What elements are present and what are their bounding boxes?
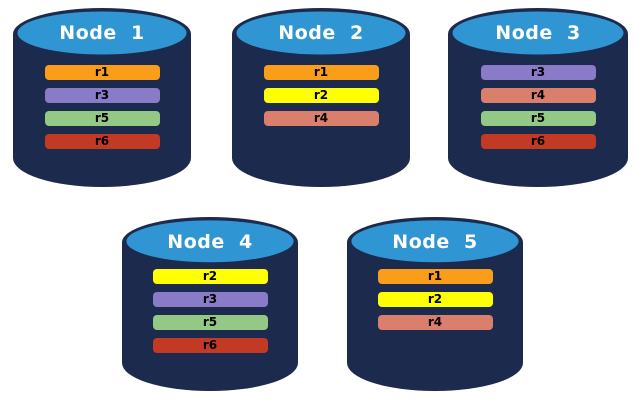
replica-bar: r3 [480,65,596,80]
node-title: Node 1 [59,22,145,44]
replica-bar: r6 [152,338,268,353]
replica-list: r1 r3 r5 r6 [13,65,191,157]
replica-bar-label: r2 [427,292,443,306]
replica-bar-label: r1 [427,269,443,283]
replica-bar-label: r4 [313,111,329,125]
replica-list: r1 r2 r4 [347,269,523,338]
replica-bar: r4 [480,88,596,103]
replica-list: r2 r3 r5 r6 [122,269,298,361]
replica-bar: r5 [44,111,160,126]
replica-bar: r5 [480,111,596,126]
replica-bar: r6 [44,134,160,149]
replica-bar-label: r1 [313,65,329,79]
node-title: Node 5 [392,231,478,253]
database-node: Node 3 r3 r4 r5 r6 [448,8,628,189]
replica-bar: r3 [44,88,160,103]
replica-bar: r4 [377,315,493,330]
replica-bar-label: r6 [202,338,218,352]
node-title: Node 3 [495,22,581,44]
replica-bar-label: r5 [202,315,218,329]
replica-bar-label: r3 [202,292,218,306]
replica-bar-label: r3 [94,88,110,102]
node-title: Node 2 [278,22,364,44]
replica-bar-label: r2 [313,88,329,102]
replica-bar-label: r6 [94,134,110,148]
replica-bar-label: r4 [427,315,443,329]
replica-bar: r3 [152,292,268,307]
replica-bar-label: r4 [530,88,546,102]
replica-bar-label: r1 [94,65,110,79]
node-title: Node 4 [167,231,253,253]
replica-bar: r1 [377,269,493,284]
replica-bar-label: r3 [530,65,546,79]
replica-bar-label: r5 [530,111,546,125]
database-node: Node 4 r2 r3 r5 r6 [122,217,298,393]
replica-bar: r2 [377,292,493,307]
replica-bar: r2 [152,269,268,284]
replica-bar-label: r6 [530,134,546,148]
replica-bar: r5 [152,315,268,330]
replica-list: r3 r4 r5 r6 [448,65,628,157]
database-node: Node 1 r1 r3 r5 r6 [13,8,191,189]
replica-bar: r2 [263,88,379,103]
replica-bar: r4 [263,111,379,126]
database-node: Node 2 r1 r2 r4 [232,8,410,189]
replica-bar: r6 [480,134,596,149]
replica-bar: r1 [263,65,379,80]
database-node: Node 5 r1 r2 r4 [347,217,523,393]
replica-bar-label: r5 [94,111,110,125]
replica-bar: r1 [44,65,160,80]
replica-bar-label: r2 [202,269,218,283]
replica-list: r1 r2 r4 [232,65,410,134]
